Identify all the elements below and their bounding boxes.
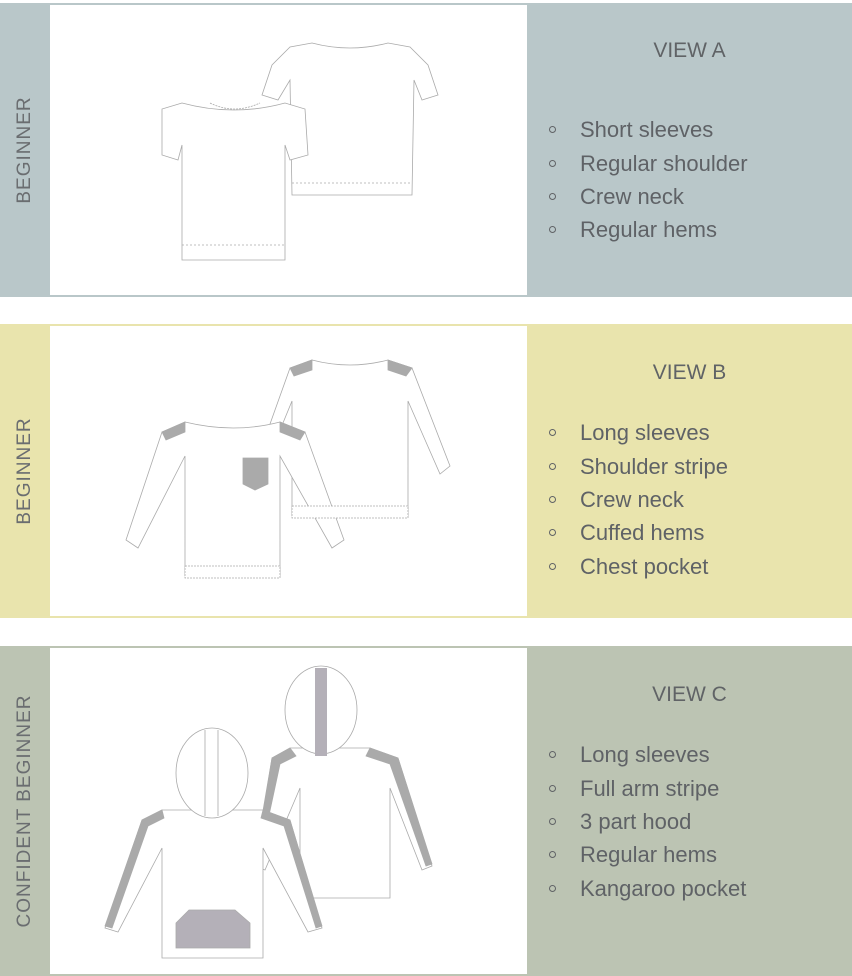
view-title: VIEW B [652, 361, 727, 384]
feature-text: Shoulder stripe [580, 453, 728, 479]
difficulty-label: BEGINNER [0, 3, 50, 297]
feature-item: Kangaroo pocket [549, 872, 746, 905]
bullet-icon [549, 529, 556, 537]
difficulty-text: BEGINNER [14, 417, 35, 525]
feature-text: Full arm stripe [580, 775, 720, 801]
feature-text: Crew neck [580, 486, 684, 512]
feature-item: Regular hems [549, 213, 748, 246]
view-title: VIEW C [652, 683, 727, 706]
feature-item: Short sleeves [549, 113, 748, 146]
view-b-info: VIEW B Long sleeves Shoulder stripe Crew… [527, 324, 852, 618]
feature-item: Regular hems [549, 838, 746, 871]
bullet-icon [549, 226, 556, 234]
view-c-row: CONFIDENT BEGINNER VIEW C Long sleeves F… [0, 646, 852, 976]
bullet-icon [549, 784, 556, 792]
bullet-icon [549, 884, 556, 892]
difficulty-label: BEGINNER [0, 324, 50, 618]
feature-text: Crew neck [580, 183, 684, 209]
view-c-illustration [50, 648, 527, 974]
feature-text: 3 part hood [580, 808, 692, 834]
bullet-icon [549, 462, 556, 470]
bullet-icon [549, 495, 556, 503]
bullet-icon [549, 751, 556, 759]
view-b-row: BEGINNER VIEW B Long sleeves Shoulder st… [0, 324, 852, 618]
feature-text: Regular shoulder [580, 150, 748, 176]
difficulty-text: CONFIDENT BEGINNER [14, 694, 35, 928]
feature-list: Long sleeves Shoulder stripe Crew neck C… [549, 416, 728, 583]
feature-item: Long sleeves [549, 738, 746, 771]
feature-item: Shoulder stripe [549, 449, 728, 482]
view-title: VIEW A [653, 39, 726, 62]
bullet-icon [549, 126, 556, 134]
feature-item: Crew neck [549, 483, 728, 516]
feature-item: 3 part hood [549, 805, 746, 838]
feature-text: Cuffed hems [580, 520, 705, 546]
feature-list: Long sleeves Full arm stripe 3 part hood… [549, 738, 746, 905]
view-c-info: VIEW C Long sleeves Full arm stripe 3 pa… [527, 646, 852, 976]
bullet-icon [549, 851, 556, 859]
feature-text: Long sleeves [580, 742, 710, 768]
feature-text: Short sleeves [580, 117, 714, 143]
feature-list: Short sleeves Regular shoulder Crew neck… [549, 113, 748, 247]
feature-text: Long sleeves [580, 420, 710, 446]
bullet-icon [549, 192, 556, 200]
view-a-illustration [50, 5, 527, 295]
feature-item: Chest pocket [549, 550, 728, 583]
feature-item: Long sleeves [549, 416, 728, 449]
feature-text: Chest pocket [580, 553, 709, 579]
view-a-info: VIEW A Short sleeves Regular shoulder Cr… [527, 3, 852, 297]
feature-item: Full arm stripe [549, 771, 746, 804]
feature-text: Kangaroo pocket [580, 875, 747, 901]
bullet-icon [549, 159, 556, 167]
bullet-icon [549, 562, 556, 570]
feature-text: Regular hems [580, 217, 717, 243]
feature-item: Regular shoulder [549, 146, 748, 179]
bullet-icon [549, 429, 556, 437]
difficulty-text: BEGINNER [14, 96, 35, 204]
feature-item: Cuffed hems [549, 516, 728, 549]
view-b-illustration [50, 326, 527, 616]
view-a-row: BEGINNER VIEW A Short sleeves Regular sh… [0, 3, 852, 297]
difficulty-label: CONFIDENT BEGINNER [0, 646, 50, 976]
feature-item: Crew neck [549, 180, 748, 213]
feature-text: Regular hems [580, 842, 717, 868]
bullet-icon [549, 817, 556, 825]
